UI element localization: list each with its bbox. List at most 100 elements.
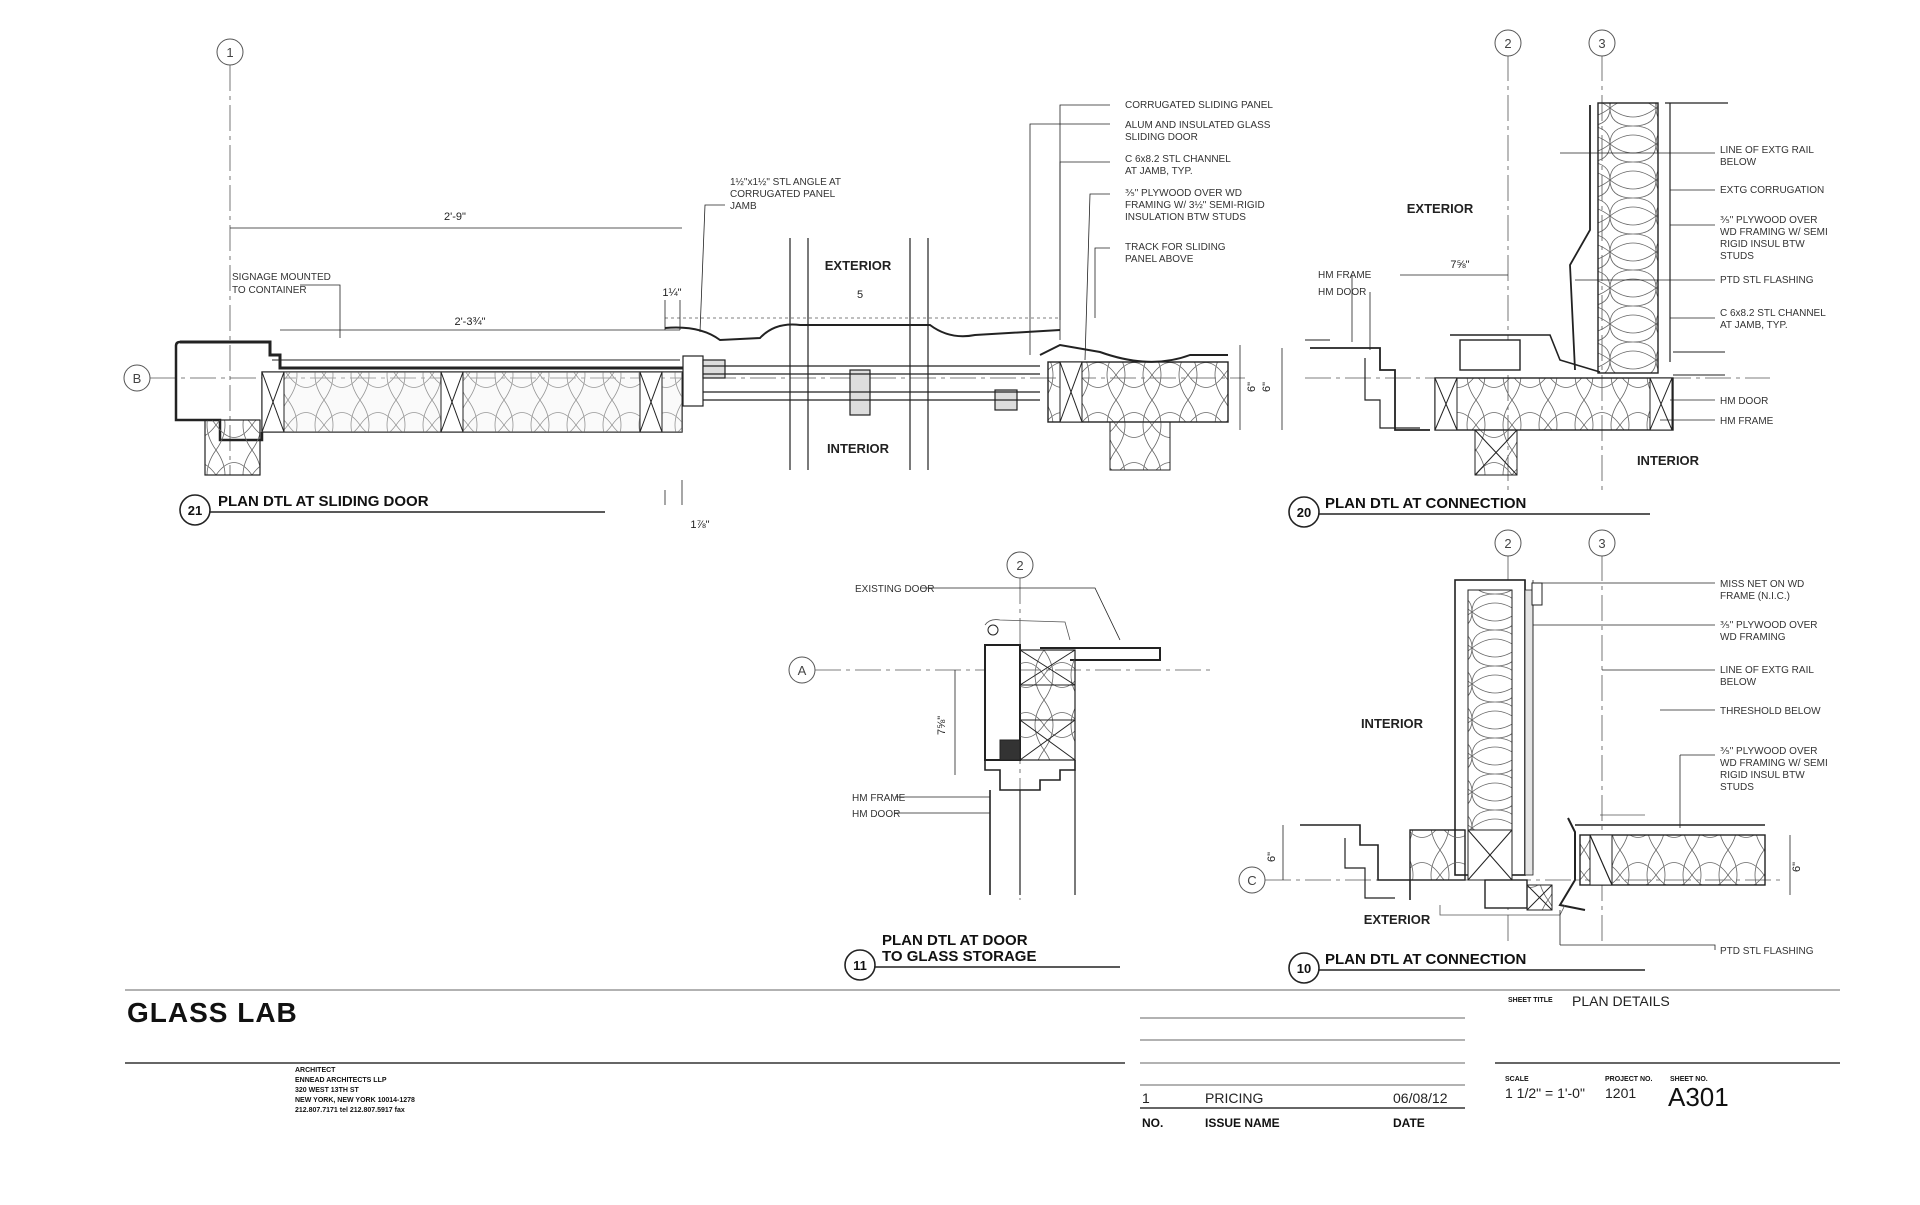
issue-name: PRICING bbox=[1205, 1090, 1263, 1106]
header-issue-name: ISSUE NAME bbox=[1205, 1116, 1280, 1130]
dim-11: 7⅝" bbox=[936, 716, 948, 735]
note-angle-3: JAMB bbox=[730, 201, 757, 212]
note-rail-1: LINE OF EXTG RAIL bbox=[1720, 145, 1814, 156]
issue-date: 06/08/12 bbox=[1393, 1090, 1448, 1106]
detail-10 bbox=[1265, 555, 1791, 984]
note-track-1: TRACK FOR SLIDING bbox=[1125, 242, 1226, 253]
sheet-no-label: SHEET NO. bbox=[1670, 1076, 1708, 1083]
dim-10-left: 6" bbox=[1266, 852, 1278, 862]
sheet-title-label: SHEET TITLE bbox=[1508, 997, 1553, 1004]
detail-10-number: 10 bbox=[1297, 961, 1311, 976]
note-ply10a-1: ⅗" PLYWOOD OVER bbox=[1720, 620, 1818, 631]
scale-value: 1 1/2" = 1'-0" bbox=[1505, 1085, 1585, 1101]
dim-inner: 2'-3¾" bbox=[454, 316, 485, 328]
label-exterior-10: EXTERIOR bbox=[1364, 912, 1431, 927]
header-date: DATE bbox=[1393, 1116, 1425, 1130]
sheet-title: PLAN DETAILS bbox=[1572, 993, 1670, 1009]
note-threshold: THRESHOLD BELOW bbox=[1720, 706, 1821, 717]
header-no: NO. bbox=[1142, 1116, 1163, 1130]
grid-c-label: C bbox=[1247, 873, 1256, 888]
issue-no: 1 bbox=[1142, 1090, 1150, 1106]
note-hm-frame-11: HM FRAME bbox=[852, 793, 906, 804]
dim-20: 7⅝" bbox=[1450, 259, 1469, 271]
dim-10-right: 6" bbox=[1791, 862, 1803, 872]
grid-2-label-10: 2 bbox=[1504, 536, 1511, 551]
note-ply10a-2: WD FRAMING bbox=[1720, 632, 1786, 643]
detail-20 bbox=[1281, 55, 1770, 528]
note-flashing-10: PTD STL FLASHING bbox=[1720, 946, 1814, 957]
detail-11-number: 11 bbox=[853, 958, 867, 973]
detail-21-text: 1 B 2'-9" 2'-3¾" 1¼" 1⅞" 5 6" EXTERIOR I… bbox=[123, 38, 1273, 531]
note-rail10-1: LINE OF EXTG RAIL bbox=[1720, 665, 1814, 676]
note-rail10-2: BELOW bbox=[1720, 677, 1757, 688]
note-ply20-2: WD FRAMING W/ SEMI bbox=[1720, 227, 1828, 238]
note-hm-door-20: HM DOOR bbox=[1318, 287, 1366, 298]
dim-right: 6" bbox=[1246, 382, 1258, 392]
note-plywood-3: INSULATION BTW STUDS bbox=[1125, 212, 1246, 223]
note-rail-2: BELOW bbox=[1720, 157, 1757, 168]
note-hm-door-11: HM DOOR bbox=[852, 809, 900, 820]
note-channel20-1: C 6x8.2 STL CHANNEL bbox=[1720, 308, 1826, 319]
note-miss-2: FRAME (N.I.C.) bbox=[1720, 591, 1790, 602]
note-ply20-4: STUDS bbox=[1720, 251, 1754, 262]
grid-a-label: A bbox=[798, 663, 807, 678]
label-exterior: EXTERIOR bbox=[825, 258, 892, 273]
detail-10-title: PLAN DTL AT CONNECTION bbox=[1325, 951, 1526, 968]
detail-21-number: 21 bbox=[188, 503, 202, 518]
label-exterior-20: EXTERIOR bbox=[1407, 201, 1474, 216]
grid-3-label-10: 3 bbox=[1598, 536, 1605, 551]
note-channel-1: C 6x8.2 STL CHANNEL bbox=[1125, 154, 1231, 165]
note-plywood-2: FRAMING W/ 3½" SEMI-RIGID bbox=[1125, 200, 1265, 211]
detail-20-number: 20 bbox=[1297, 505, 1311, 520]
note-miss-1: MISS NET ON WD bbox=[1720, 579, 1804, 590]
note-hmframe-20r: HM FRAME bbox=[1720, 416, 1774, 427]
mark-5: 5 bbox=[857, 289, 863, 301]
note-angle-1: 1½"x1½" STL ANGLE AT bbox=[730, 177, 841, 188]
detail-11-title-2: TO GLASS STORAGE bbox=[882, 948, 1036, 965]
grid-3-label: 3 bbox=[1598, 36, 1605, 51]
note-ply10b-3: RIGID INSUL BTW bbox=[1720, 770, 1805, 781]
note-hm-frame-20: HM FRAME bbox=[1318, 270, 1372, 281]
detail-11-title-1: PLAN DTL AT DOOR bbox=[882, 932, 1028, 949]
note-alum-1: ALUM AND INSULATED GLASS bbox=[1125, 120, 1271, 131]
note-angle-2: CORRUGATED PANEL bbox=[730, 189, 836, 200]
grid-b-label: B bbox=[133, 371, 142, 386]
detail-10-text: 2 3 C INTERIOR EXTERIOR 6" 6" MISS NET O… bbox=[1238, 529, 1828, 976]
grid-1-label: 1 bbox=[226, 45, 233, 60]
detail-20-title: PLAN DTL AT CONNECTION bbox=[1325, 495, 1526, 512]
architect-line-1: ENNEAD ARCHITECTS LLP bbox=[295, 1077, 387, 1084]
architect-label: ARCHITECT bbox=[295, 1067, 336, 1074]
project-no-label: PROJECT NO. bbox=[1605, 1076, 1653, 1083]
architect-line-2: 320 WEST 13TH ST bbox=[295, 1087, 360, 1094]
note-channel20-2: AT JAMB, TYP. bbox=[1720, 320, 1788, 331]
note-signage-2: TO CONTAINER bbox=[232, 285, 307, 296]
dim-top-small: 1¼" bbox=[662, 287, 681, 299]
sheet-no: A301 bbox=[1668, 1082, 1729, 1112]
label-interior: INTERIOR bbox=[827, 441, 890, 456]
note-flashing-20: PTD STL FLASHING bbox=[1720, 275, 1814, 286]
architect-line-4: 212.807.7171 tel 212.807.5917 fax bbox=[295, 1107, 405, 1114]
note-existing-door: EXISTING DOOR bbox=[855, 584, 934, 595]
detail-21 bbox=[150, 65, 1245, 526]
note-ply10b-2: WD FRAMING W/ SEMI bbox=[1720, 758, 1828, 769]
note-ply10b-4: STUDS bbox=[1720, 782, 1754, 793]
note-ply20-1: ⅗" PLYWOOD OVER bbox=[1720, 215, 1818, 226]
note-corrugated: CORRUGATED SLIDING PANEL bbox=[1125, 100, 1273, 111]
note-alum-2: SLIDING DOOR bbox=[1125, 132, 1198, 143]
detail-11 bbox=[815, 578, 1210, 981]
title-block-text: GLASS LAB ARCHITECT ENNEAD ARCHITECTS LL… bbox=[127, 993, 1729, 1130]
detail-20-text: 2 3 EXTERIOR INTERIOR 7⅝" 6" HM FRAME HM… bbox=[1261, 29, 1828, 520]
note-signage-1: SIGNAGE MOUNTED bbox=[232, 272, 331, 283]
label-interior-20: INTERIOR bbox=[1637, 453, 1700, 468]
grid-2-label: 2 bbox=[1504, 36, 1511, 51]
detail-21-title: PLAN DTL AT SLIDING DOOR bbox=[218, 493, 429, 510]
note-ply10b-1: ⅗" PLYWOOD OVER bbox=[1720, 746, 1818, 757]
project-no: 1201 bbox=[1605, 1085, 1636, 1101]
note-hmdoor-20r: HM DOOR bbox=[1720, 396, 1768, 407]
label-interior-10: INTERIOR bbox=[1361, 716, 1424, 731]
note-ply20-3: RIGID INSUL BTW bbox=[1720, 239, 1805, 250]
dim-bottom-small: 1⅞" bbox=[690, 519, 709, 531]
title-block bbox=[125, 989, 1840, 1109]
